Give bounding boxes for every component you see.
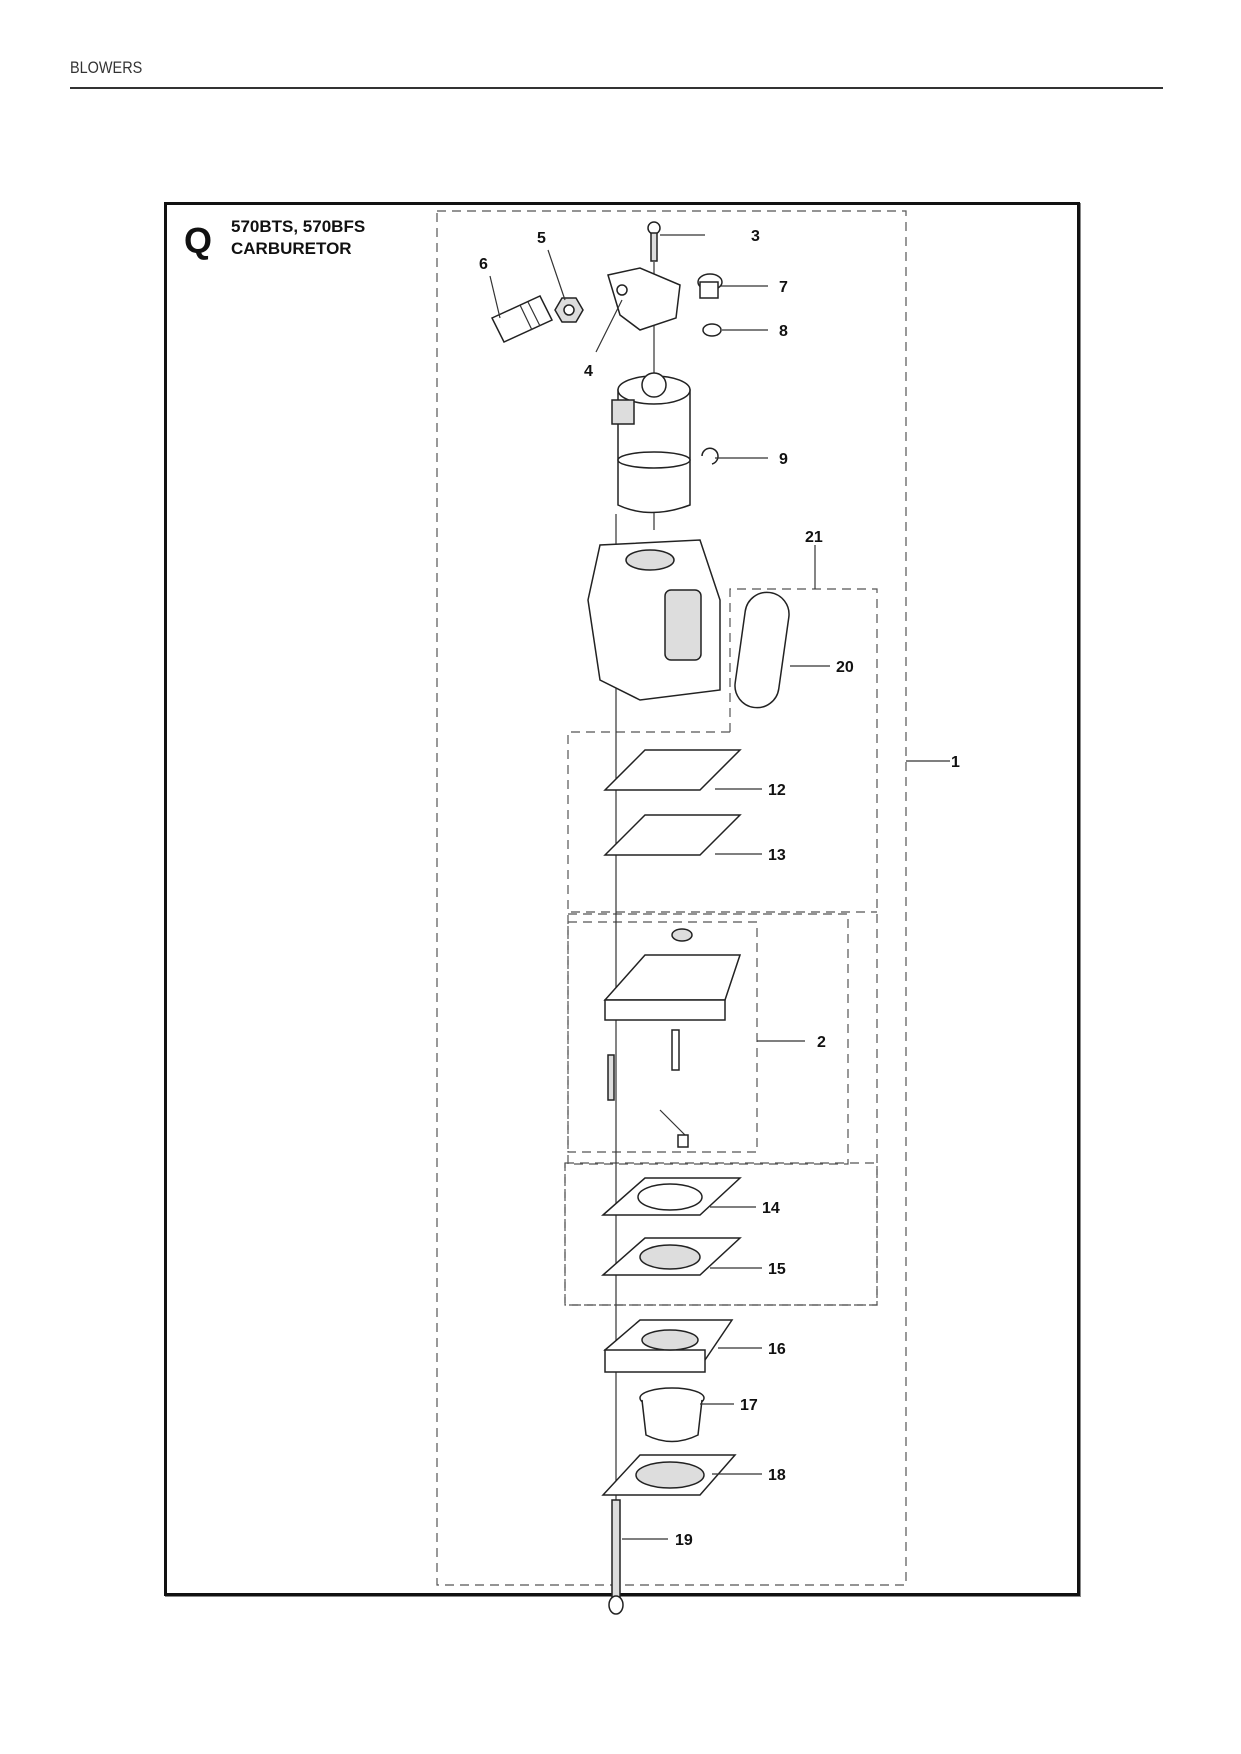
- group-box-diaphragm: [564, 1162, 878, 1306]
- gasket-part-20: [734, 591, 790, 709]
- callout-20: 20: [836, 659, 854, 676]
- carburetor-body: [587, 539, 721, 701]
- callout-8: 8: [779, 323, 788, 340]
- gasket-part-13: [603, 814, 742, 856]
- leader-6: [489, 275, 501, 319]
- callout-19: 19: [675, 1532, 693, 1549]
- callout-14: 14: [762, 1200, 780, 1217]
- group-box-2: [567, 921, 758, 1153]
- gasket-part-12: [603, 749, 742, 791]
- group-box-pump: [567, 913, 849, 1165]
- callout-17: 17: [740, 1397, 758, 1414]
- cap-part-7: [697, 273, 723, 299]
- diagram-frame: [164, 202, 1080, 1596]
- callout-5: 5: [537, 230, 546, 247]
- section-letter: Q: [184, 220, 212, 261]
- screw-part-6: [490, 295, 554, 343]
- screw-part-3: [647, 221, 661, 262]
- clip-part-9: [701, 447, 719, 465]
- callout-2: 2: [817, 1034, 826, 1051]
- callout-16: 16: [768, 1341, 786, 1358]
- group-box-gaskets: [567, 731, 877, 913]
- leader-4: [595, 299, 623, 353]
- callout-4: 4: [584, 363, 593, 380]
- callout-18: 18: [768, 1467, 786, 1484]
- model-names: 570BTS, 570BFS: [231, 217, 365, 236]
- group-box-1: [436, 210, 907, 1586]
- callout-21: 21: [805, 529, 823, 546]
- pump-part-2: [603, 928, 742, 1148]
- diagram-title: CARBURETOR: [231, 239, 352, 258]
- callout-6: 6: [479, 256, 488, 273]
- throttle-body: [611, 372, 691, 514]
- leader-5: [547, 249, 566, 301]
- bracket-part-4: [607, 267, 681, 331]
- callout-3: 3: [751, 228, 760, 245]
- diaphragm-part-15: [601, 1237, 742, 1276]
- nut-part-5: [554, 297, 584, 323]
- header-divider: [70, 87, 1163, 89]
- cover-part-16: [603, 1319, 734, 1373]
- callout-7: 7: [779, 279, 788, 296]
- callout-9: 9: [779, 451, 788, 468]
- washer-part-8: [702, 323, 722, 337]
- callout-13: 13: [768, 847, 786, 864]
- callout-12: 12: [768, 782, 786, 799]
- group-box-21: [564, 588, 878, 1306]
- diaphragm-part-14: [601, 1177, 742, 1216]
- callout-15: 15: [768, 1261, 786, 1278]
- screw-part-19: [608, 1499, 624, 1615]
- cup-part-17: [639, 1387, 705, 1443]
- section-header: BLOWERS: [70, 58, 143, 77]
- cover-part-18: [601, 1454, 737, 1496]
- callout-1: 1: [951, 754, 960, 771]
